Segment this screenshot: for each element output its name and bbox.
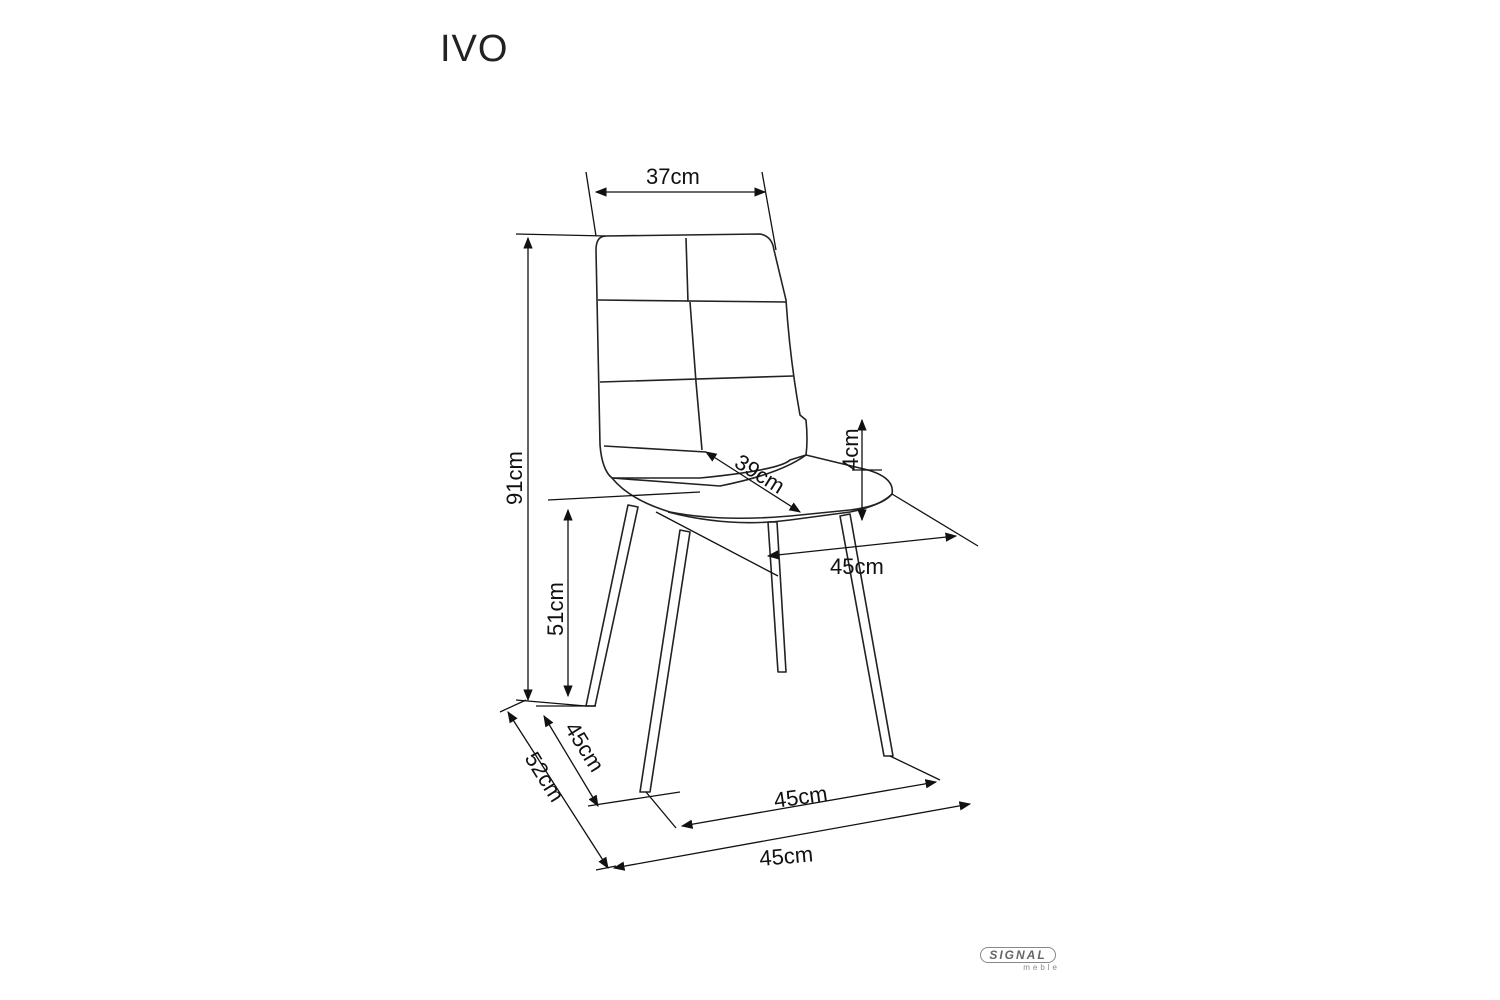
dimension-lines bbox=[499, 171, 979, 871]
chair-quilting bbox=[597, 237, 794, 453]
brand-logo-sub: meble bbox=[1023, 963, 1060, 972]
label-seat-height: 51cm bbox=[543, 582, 568, 636]
label-seat-width: 45cm bbox=[830, 554, 884, 579]
dim-line-seat-depth bbox=[705, 451, 801, 513]
label-backrest-width: 37cm bbox=[646, 164, 700, 189]
dim-line-leg-depth bbox=[543, 714, 599, 808]
chair-leg-back-right bbox=[767, 521, 787, 673]
chair-leg-back-left bbox=[585, 504, 639, 707]
chair-leg-front-right bbox=[839, 513, 894, 757]
label-total-depth: 52cm bbox=[520, 747, 570, 806]
label-leg-width: 45cm bbox=[772, 781, 829, 813]
brand-logo-main: SIGNAL bbox=[980, 947, 1056, 963]
label-leg-depth: 45cm bbox=[560, 717, 610, 776]
dim-line-seat-width bbox=[766, 532, 958, 560]
label-total-width: 45cm bbox=[758, 841, 814, 871]
label-total-height: 91cm bbox=[502, 451, 527, 505]
product-title: IVO bbox=[440, 28, 509, 70]
label-seat-thickness: 4cm bbox=[838, 428, 863, 470]
chair-seat-front bbox=[667, 493, 893, 524]
dim-line-total-width bbox=[612, 801, 972, 871]
label-seat-depth: 39cm bbox=[730, 449, 789, 499]
brand-logo: SIGNAL meble bbox=[970, 946, 1066, 972]
chair-outline bbox=[585, 233, 894, 793]
chair-leg-front-left bbox=[639, 529, 691, 793]
